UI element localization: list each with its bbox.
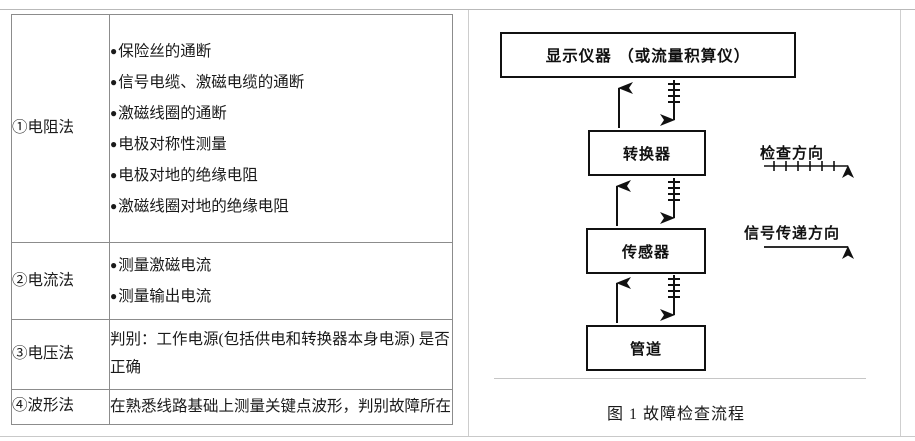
list-item: ●测量输出电流 — [110, 281, 452, 312]
flowchart-canvas: 显示仪器 （或流量积算仪） 转换器 传感器 管道 检查方向 信号传递方向 — [476, 14, 900, 382]
list-item: ●信号电缆、激磁电缆的通断 — [110, 67, 452, 98]
list-item-label: 测量输出电流 — [118, 288, 212, 306]
list-item: ●测量激磁电流 — [110, 250, 452, 281]
page-bottom-rule — [0, 436, 915, 437]
list-item-label: 激磁线圈对地的绝缘电阻 — [118, 197, 289, 215]
table-row: ④波形法 在熟悉线路基础上测量关键点波形，判别故障所在 — [11, 388, 453, 426]
method-detail-text: 判别：工作电源(包括供电和转换器本身电源) 是否正确 — [110, 331, 450, 377]
bullet-dot-icon: ● — [110, 258, 118, 273]
bullet-dot-icon: ● — [110, 289, 118, 304]
flowchart-node-converter[interactable]: 转换器 — [588, 130, 706, 176]
bullet-dot-icon: ● — [110, 105, 118, 120]
method-detail-voltage: 判别：工作电源(包括供电和转换器本身电源) 是否正确 — [109, 319, 453, 390]
method-name-voltage: ③电压法 — [11, 319, 110, 390]
method-name-waveform: ④波形法 — [11, 388, 110, 426]
flowchart-node-display[interactable]: 显示仪器 （或流量积算仪） — [500, 32, 796, 78]
methods-table-wrapper: ①电阻法 ●保险丝的通断 ●信号电缆、激磁电缆的通断 ●激磁线圈的通断 ●电极对… — [11, 13, 453, 426]
bullet-list-current: ●测量激磁电流 ●测量输出电流 — [110, 250, 452, 312]
table-row: ③电压法 判别：工作电源(包括供电和转换器本身电源) 是否正确 — [11, 319, 453, 390]
column-divider — [468, 10, 469, 436]
arrow-down-sensor-to-pipe — [660, 275, 680, 321]
arrow-down-converter-to-sensor — [660, 178, 680, 224]
arrow-down-display-to-converter — [660, 80, 680, 126]
method-detail-resistance: ●保险丝的通断 ●信号电缆、激磁电缆的通断 ●激磁线圈的通断 ●电极对称性测量 … — [109, 13, 453, 244]
list-item: ●激磁线圈对地的绝缘电阻 — [110, 191, 452, 222]
list-item: ●保险丝的通断 — [110, 36, 452, 67]
list-item-label: 激磁线圈的通断 — [118, 104, 227, 122]
method-detail-waveform: 在熟悉线路基础上测量关键点波形，判别故障所在 — [109, 388, 453, 426]
figure-block: 显示仪器 （或流量积算仪） 转换器 传感器 管道 检查方向 信号传递方向 图 1… — [476, 14, 900, 426]
bullet-dot-icon: ● — [110, 167, 118, 182]
bullet-list-resistance: ●保险丝的通断 ●信号电缆、激磁电缆的通断 ●激磁线圈的通断 ●电极对称性测量 … — [110, 36, 452, 222]
bullet-dot-icon: ● — [110, 136, 118, 151]
page-top-rule — [0, 9, 915, 10]
flowchart-connectors — [616, 80, 854, 323]
method-name-resistance: ①电阻法 — [11, 13, 110, 244]
flowchart-node-sensor[interactable]: 传感器 — [586, 228, 706, 274]
method-name-current: ②电流法 — [11, 242, 110, 321]
figure-caption: 图 1 故障检查流程 — [606, 406, 745, 423]
list-item-label: 电极对地的绝缘电阻 — [118, 166, 258, 184]
list-item: ●激磁线圈的通断 — [110, 98, 452, 129]
legend-label-signal-direction: 信号传递方向 — [744, 224, 841, 242]
list-item: ●电极对称性测量 — [110, 129, 452, 160]
figure-separator-rule — [494, 378, 866, 379]
legend-label-check-direction: 检查方向 — [760, 144, 825, 162]
list-item-label: 信号电缆、激磁电缆的通断 — [118, 73, 305, 91]
list-item-label: 电极对称性测量 — [118, 135, 227, 153]
bullet-dot-icon: ● — [110, 43, 118, 58]
flowchart-node-pipe[interactable]: 管道 — [586, 325, 706, 371]
page-right-rule — [900, 10, 901, 436]
list-item-label: 测量激磁电流 — [118, 257, 212, 275]
table-row: ①电阻法 ●保险丝的通断 ●信号电缆、激磁电缆的通断 ●激磁线圈的通断 ●电极对… — [11, 13, 453, 244]
list-item: ●电极对地的绝缘电阻 — [110, 160, 452, 191]
method-detail-current: ●测量激磁电流 ●测量输出电流 — [109, 242, 453, 321]
bullet-dot-icon: ● — [110, 198, 118, 213]
list-item-label: 保险丝的通断 — [118, 42, 212, 60]
method-detail-text: 在熟悉线路基础上测量关键点波形，判别故障所在 — [110, 397, 452, 415]
legend-check-direction-arrow — [764, 161, 854, 178]
methods-table: ①电阻法 ●保险丝的通断 ●信号电缆、激磁电缆的通断 ●激磁线圈的通断 ●电极对… — [11, 13, 453, 426]
table-row: ②电流法 ●测量激磁电流 ●测量输出电流 — [11, 242, 453, 321]
bullet-dot-icon: ● — [110, 74, 118, 89]
